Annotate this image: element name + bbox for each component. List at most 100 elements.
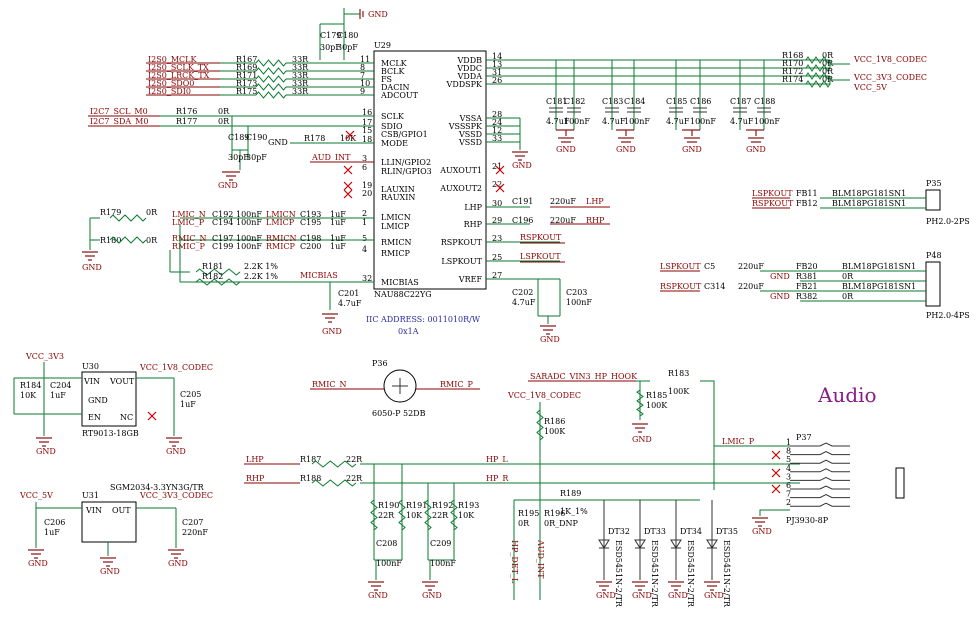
r188-ref: R188: [300, 474, 321, 483]
vcc-res-val: 0R: [822, 75, 834, 84]
mic-cap-ref: C199: [212, 242, 233, 251]
jack-gnd: [752, 517, 768, 527]
i2s-res-ref: R175: [236, 87, 257, 96]
mic-cap2-val: 1uF: [330, 210, 346, 219]
jack-pin-num: 7: [786, 490, 791, 499]
c209-ref: C209: [430, 539, 451, 548]
mic-int-net: LMICP: [266, 218, 295, 227]
r185-ref: R185: [646, 391, 667, 400]
mic-cap-val: 100nF: [236, 218, 262, 227]
jack-contact: [790, 494, 850, 499]
cap-val: 4.7uF: [602, 117, 626, 126]
u29-pin-num: 33: [492, 134, 502, 143]
mic-net-label: RMIC_P: [172, 242, 205, 251]
c208-ref: C208: [376, 539, 397, 548]
hp-vcc18: VCC_1V8_CODEC: [507, 391, 581, 400]
mic-cap2-ref: C195: [300, 218, 321, 227]
tvs-part: ESD5451N-2/TR: [614, 540, 623, 608]
c190-val: 30pF: [246, 153, 267, 162]
vcc-res-val: 0R: [822, 51, 834, 60]
i2s-net-label: I2S0_SDO0: [148, 79, 194, 88]
c5-val: 220uF: [738, 262, 764, 271]
u29-pin-num: 9: [360, 87, 365, 96]
u29-pin-name: RMICN: [381, 238, 412, 247]
hp-det-net: HP_DET_L: [510, 540, 519, 584]
i2s-res-val: 33R: [292, 63, 309, 72]
tvs-body: [634, 500, 646, 580]
gnd-u31a: GND: [28, 559, 48, 568]
cap-plates: [693, 107, 707, 113]
c204-val: 1uF: [50, 391, 66, 400]
tvs-body: [598, 500, 610, 580]
rhp-net: RHP: [586, 216, 605, 225]
i2s-net-label: I2S0_LRCK_TX: [148, 71, 210, 80]
vcc-resistor: [805, 80, 831, 88]
tvs-part: ESD5451N-2/TR: [650, 540, 659, 608]
r178-ref: R178: [304, 134, 325, 143]
r196-ref: R196: [544, 509, 565, 518]
u29-pin-num: 5: [362, 234, 367, 243]
tvs-ref: DT33: [644, 527, 666, 536]
u29-pin-num: 25: [492, 253, 502, 262]
jack-pin-num: 6: [786, 481, 791, 490]
vcc-res-val: 0R: [822, 59, 834, 68]
u29-pin-name: AUXOUT1: [439, 166, 482, 175]
r382-ref: R382: [796, 292, 817, 301]
jack-nc-mark: [771, 468, 781, 478]
gnd-u30a: GND: [36, 447, 56, 456]
u29-pin-num: 17: [362, 118, 372, 127]
i2s-res-ref: R173: [236, 79, 257, 88]
cap-ref: C188: [754, 97, 775, 106]
p37-ref: P37: [796, 433, 812, 442]
gnd-label-mic: GND: [82, 263, 102, 272]
u29-pin-name: VSSSPK: [448, 122, 483, 131]
mic-net-label: LMIC_N: [172, 210, 206, 219]
u29-pin-name: AUXOUT2: [439, 184, 482, 193]
jack-pin-num: 5: [786, 455, 791, 464]
gnd-label-vss: GND: [512, 161, 532, 170]
c202-ref: C202: [512, 288, 533, 297]
r176-ref: R176: [176, 107, 197, 116]
u29-codec-body: [373, 50, 487, 290]
mic-cap-val: 100nF: [236, 234, 262, 243]
tvs-gnd: [704, 581, 720, 591]
u29-pin-num: 6: [362, 163, 367, 172]
u29-pin-num: 26: [492, 76, 502, 85]
c5-ref: C5: [704, 262, 715, 271]
p35-connector: [925, 189, 941, 211]
cap-gnd: [746, 129, 764, 143]
u29-pin-num: 23: [492, 234, 502, 243]
i2s-resistor: [255, 75, 287, 83]
u29-pin-name: RSPKOUT: [441, 238, 483, 247]
cap-ref: C184: [624, 97, 645, 106]
c191-ref: C191: [512, 197, 533, 206]
p37-plug-body: [895, 467, 905, 499]
hp-res-val: 10K: [458, 511, 475, 520]
c205-val: 1uF: [180, 400, 196, 409]
cap-val: 100nF: [624, 117, 650, 126]
cap-val: 4.7uF: [546, 117, 570, 126]
u29-pin-num: 11: [360, 55, 370, 64]
r184-val: 10K: [20, 391, 37, 400]
cap-gnd: [616, 129, 634, 143]
vcc-res-ref: R170: [782, 59, 803, 68]
u31-vin: VIN: [85, 506, 102, 515]
tvs-ref: DT34: [680, 527, 702, 536]
r186-ref: R186: [544, 417, 565, 426]
jack-contact: [790, 468, 850, 473]
mic-cap2-val: 1uF: [330, 234, 346, 243]
tvs-gnd-label: GND: [632, 591, 652, 600]
rspkout-net: RSPKOUT: [520, 233, 562, 242]
u29-pin-num: 4: [362, 245, 367, 254]
r381-ref: R381: [796, 272, 817, 281]
fb21-val: BLM18PG181SN1: [842, 282, 916, 291]
p48-ref: P48: [926, 251, 942, 260]
c189-ref: C189: [228, 133, 249, 142]
u30-ref: U30: [82, 362, 99, 371]
hp-res-ref: R193: [458, 501, 479, 510]
saradc-net: SARADC_VIN3_HP_HOOK: [530, 372, 638, 381]
u29-pin-name: VREF: [458, 275, 483, 284]
c189-val: 30pF: [228, 153, 249, 162]
jack-gnd-label: GND: [752, 527, 772, 536]
